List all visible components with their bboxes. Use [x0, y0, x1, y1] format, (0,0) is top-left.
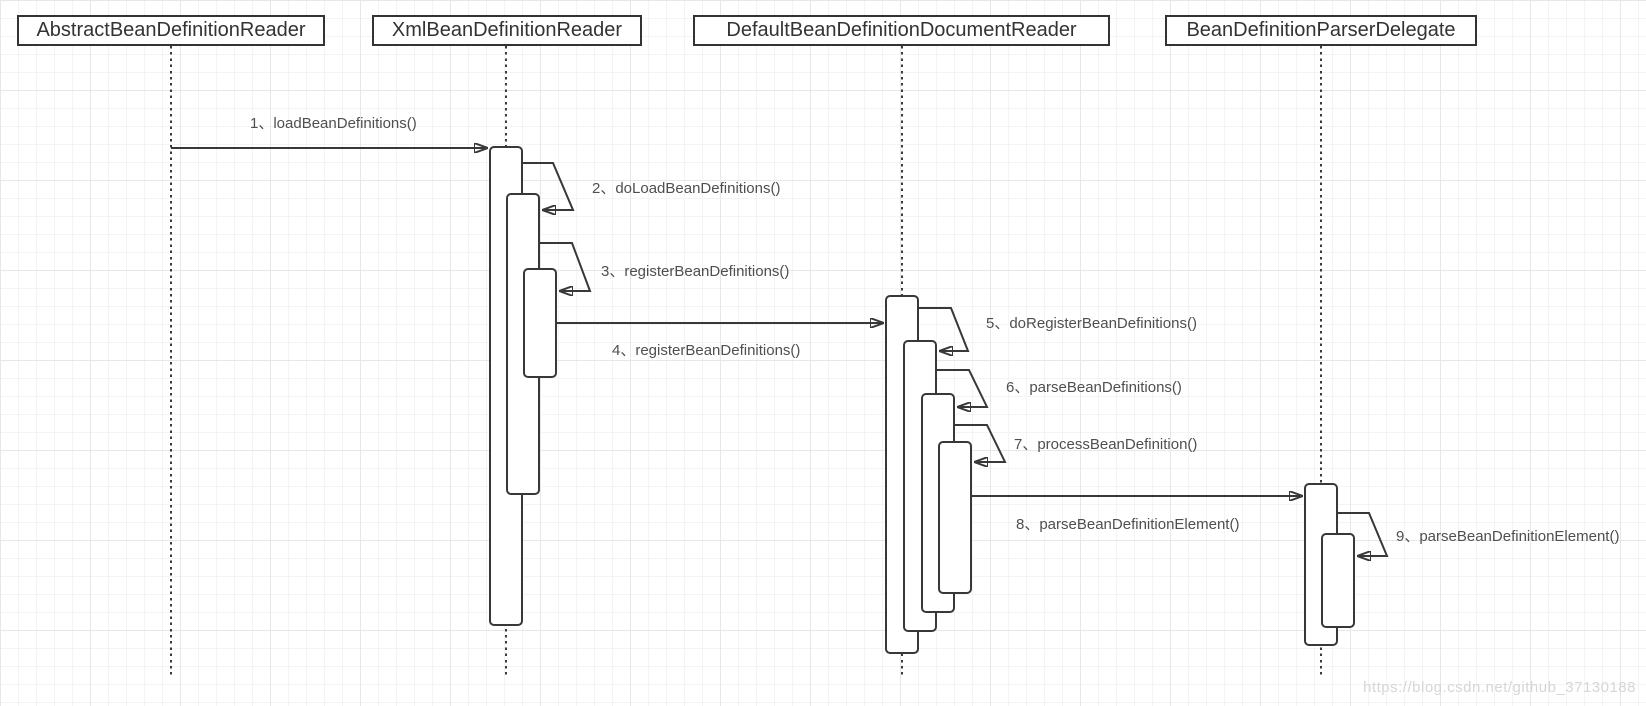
actor-box-default-bean-definition-document-reader: DefaultBeanDefinitionDocumentReader: [693, 15, 1110, 46]
watermark-url: https://blog.csdn.net/github_37130188: [1363, 679, 1636, 696]
message-1-label: 1、loadBeanDefinitions(): [250, 115, 417, 132]
actor-label: XmlBeanDefinitionReader: [391, 19, 623, 41]
actor-box-abstract-bean-definition-reader: AbstractBeanDefinitionReader: [17, 15, 325, 46]
lifeline-abstract-bean-definition-reader: [170, 46, 172, 677]
lifeline-bean-definition-parser-delegate: [1320, 46, 1322, 677]
actor-label: DefaultBeanDefinitionDocumentReader: [726, 19, 1077, 41]
message-7-label: 7、processBeanDefinition(): [1014, 436, 1198, 453]
message-3-label: 3、registerBeanDefinitions(): [601, 263, 790, 280]
actor-box-xml-bean-definition-reader: XmlBeanDefinitionReader: [372, 15, 642, 46]
message-6-label: 6、parseBeanDefinitions(): [1006, 379, 1182, 396]
message-4-label: 4、registerBeanDefinitions(): [612, 342, 801, 359]
activation-bar-xml-3: [523, 268, 557, 378]
actor-label: BeanDefinitionParserDelegate: [1186, 19, 1456, 41]
activation-bar-delegate-2: [1321, 533, 1355, 628]
actor-label: AbstractBeanDefinitionReader: [36, 19, 306, 41]
message-8-label: 8、parseBeanDefinitionElement(): [1016, 516, 1240, 533]
activation-bar-docreader-4: [938, 441, 972, 594]
actor-box-bean-definition-parser-delegate: BeanDefinitionParserDelegate: [1165, 15, 1477, 46]
message-5-label: 5、doRegisterBeanDefinitions(): [986, 315, 1197, 332]
message-9-label: 9、parseBeanDefinitionElement(): [1396, 528, 1620, 545]
message-2-label: 2、doLoadBeanDefinitions(): [592, 180, 781, 197]
